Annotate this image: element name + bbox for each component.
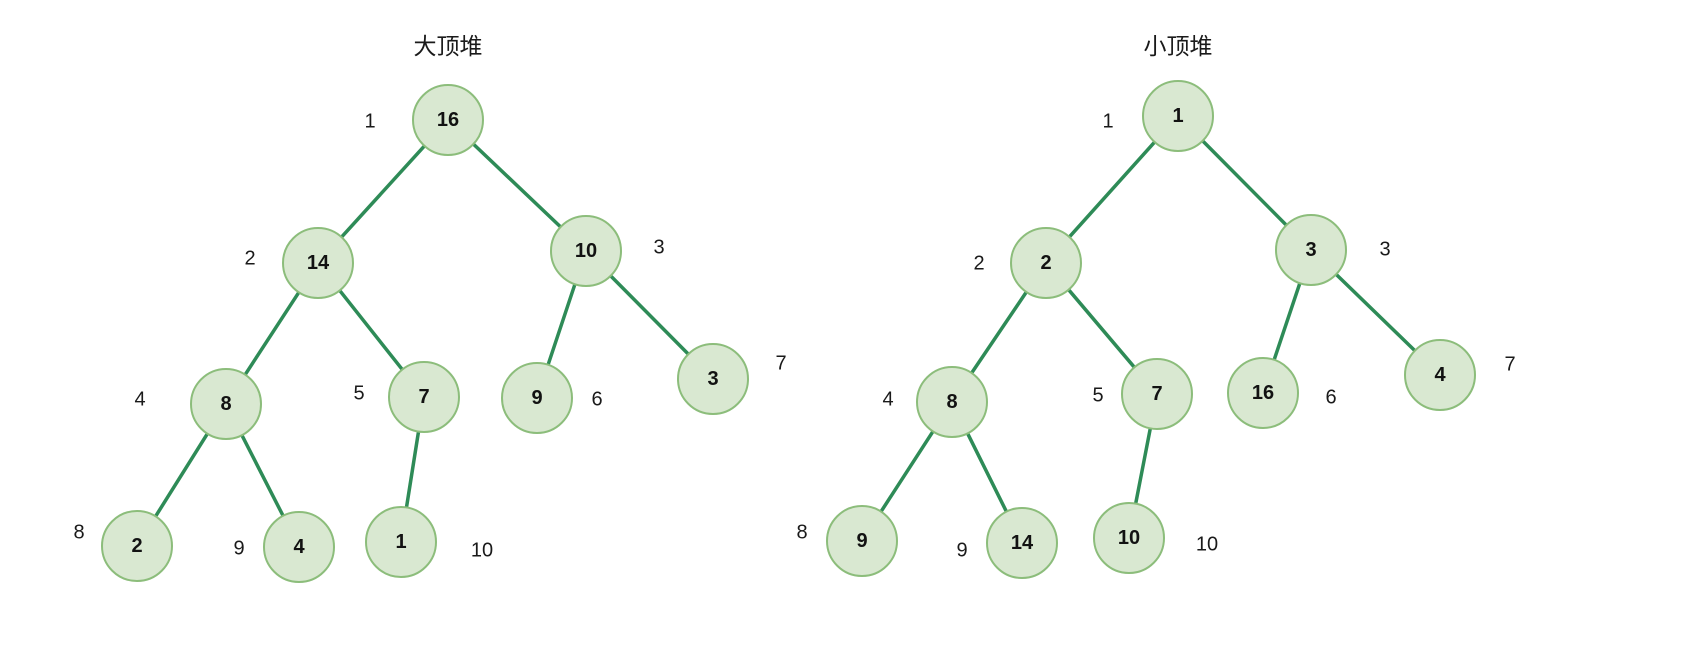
heap-edge xyxy=(1133,425,1153,507)
heap-node-value: 9 xyxy=(531,387,543,409)
heap-node-value: 3 xyxy=(707,368,719,390)
heap-node[interactable]: 4 xyxy=(1404,339,1476,411)
heap-node-index-label: 8 xyxy=(73,521,85,544)
heap-node-value: 14 xyxy=(306,252,330,274)
heap-node[interactable]: 16 xyxy=(1227,357,1299,429)
heap-edge xyxy=(339,143,427,240)
heap-node-index-label: 6 xyxy=(591,388,603,411)
heap-edge xyxy=(337,287,405,373)
heap-edge xyxy=(239,432,286,519)
heap-node[interactable]: 3 xyxy=(1275,214,1347,286)
heap-node-index-label: 9 xyxy=(956,539,968,562)
heap-node-value: 9 xyxy=(856,530,868,552)
heap-edge xyxy=(1272,280,1302,363)
heap-node[interactable]: 9 xyxy=(501,362,573,434)
heap-node-value: 10 xyxy=(574,240,598,262)
heap-node[interactable]: 7 xyxy=(388,361,460,433)
heap-node[interactable]: 1 xyxy=(365,506,437,578)
heap-edge xyxy=(969,289,1029,376)
heap-edge xyxy=(878,428,936,515)
heap-node-index-label: 7 xyxy=(775,352,787,375)
heap-node-value: 16 xyxy=(1251,382,1275,404)
heap-node[interactable]: 1 xyxy=(1142,80,1214,152)
heap-node-index-label: 2 xyxy=(973,252,985,275)
heap-node-value: 2 xyxy=(1040,252,1052,274)
heap-edge xyxy=(153,431,210,519)
heap-node-index-label: 6 xyxy=(1325,386,1337,409)
heap-node[interactable]: 16 xyxy=(412,84,484,156)
heap-node[interactable]: 8 xyxy=(916,366,988,438)
heap-node-index-label: 3 xyxy=(1379,238,1391,261)
heap-node-value: 16 xyxy=(436,109,460,131)
heap-node-value: 1 xyxy=(1172,105,1184,127)
heap-node-value: 2 xyxy=(131,535,143,557)
heap-node-index-label: 1 xyxy=(364,110,376,133)
heap-node[interactable]: 7 xyxy=(1121,358,1193,430)
heap-title-min-heap: 小顶堆 xyxy=(1143,33,1213,59)
heap-node-index-label: 5 xyxy=(353,382,365,405)
heap-edge xyxy=(1200,138,1289,228)
heap-edge xyxy=(470,141,564,230)
heap-node-value: 7 xyxy=(1151,383,1163,405)
heap-node[interactable]: 10 xyxy=(550,215,622,287)
heap-node[interactable]: 4 xyxy=(263,511,335,583)
heap-node[interactable]: 10 xyxy=(1093,502,1165,574)
heap-edge xyxy=(404,428,421,511)
heap-node-index-label: 4 xyxy=(882,388,894,411)
heap-node-index-label: 1 xyxy=(1102,110,1114,133)
heap-node[interactable]: 9 xyxy=(826,505,898,577)
heap-node-value: 14 xyxy=(1010,532,1034,554)
heap-edge xyxy=(1333,271,1418,354)
heap-node-index-label: 2 xyxy=(244,247,256,270)
heap-node[interactable]: 14 xyxy=(282,227,354,299)
heap-edge xyxy=(965,430,1009,515)
heap-node-value: 4 xyxy=(293,536,305,558)
heap-node-index-label: 9 xyxy=(233,537,245,560)
heap-node-index-label: 7 xyxy=(1504,353,1516,376)
heap-node[interactable]: 14 xyxy=(986,507,1058,579)
heap-node-value: 8 xyxy=(220,393,232,415)
heap-node-index-label: 10 xyxy=(1195,533,1219,556)
heap-node-value: 10 xyxy=(1117,527,1141,549)
heap-node-value: 4 xyxy=(1434,364,1446,386)
heap-title-max-heap: 大顶堆 xyxy=(413,33,483,59)
heap-node[interactable]: 8 xyxy=(190,368,262,440)
heap-node-value: 1 xyxy=(395,531,407,553)
heap-node[interactable]: 2 xyxy=(1010,227,1082,299)
heap-node-value: 7 xyxy=(418,386,430,408)
heap-node-value: 3 xyxy=(1305,239,1317,261)
heap-node[interactable]: 3 xyxy=(677,343,749,415)
heap-node-index-label: 5 xyxy=(1092,384,1104,407)
heap-node-index-label: 8 xyxy=(796,521,808,544)
heap-edge xyxy=(1066,139,1158,240)
heap-node[interactable]: 2 xyxy=(101,510,173,582)
heap-node-index-label: 10 xyxy=(470,539,494,562)
heap-edge xyxy=(1066,287,1137,370)
heap-node-index-label: 3 xyxy=(653,236,665,259)
heap-node-value: 8 xyxy=(946,391,958,413)
heap-edge xyxy=(546,281,577,368)
heap-node-index-label: 4 xyxy=(134,388,146,411)
heap-edge xyxy=(242,289,302,378)
heap-edge xyxy=(608,273,691,357)
